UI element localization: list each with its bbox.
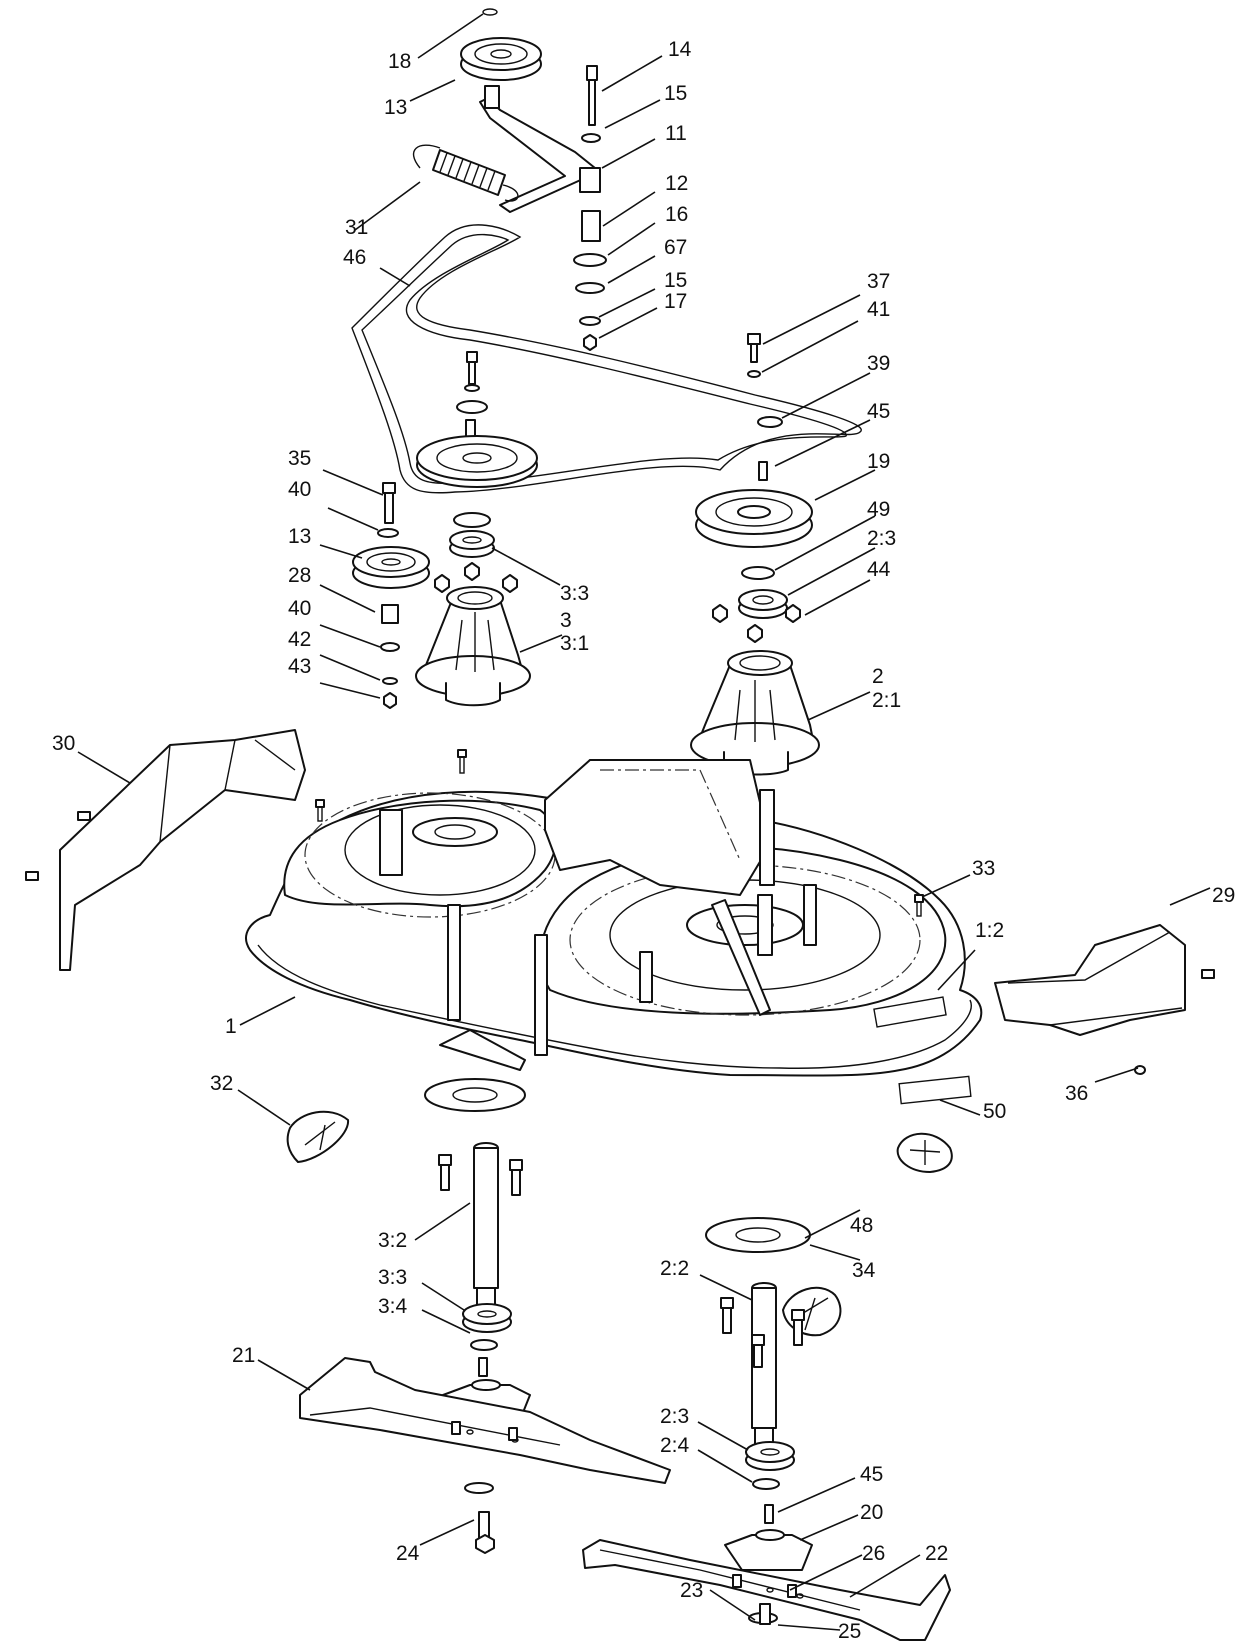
- mounting-plate-right: [705, 1217, 811, 1253]
- callout-12: 12: [665, 172, 688, 195]
- leader-lines: [77, 13, 1211, 1631]
- bolt-left-a: [438, 1154, 452, 1191]
- callout-49: 49: [867, 498, 890, 521]
- center-pulley-hardware: [456, 351, 488, 439]
- bolt-right-b: [791, 1309, 805, 1346]
- callout-2-4: 2:4: [660, 1434, 690, 1457]
- callout-3-2: 3:2: [378, 1229, 407, 1252]
- callout-45: 45: [867, 400, 890, 423]
- callout-1-2: 1:2: [975, 919, 1004, 942]
- callout-26: 26: [862, 1542, 885, 1565]
- blade-bolt-24: [475, 1511, 495, 1554]
- callout-3-3-bottom: 3:3: [378, 1266, 407, 1289]
- callout-14: 14: [668, 38, 692, 61]
- callout-40b: 40: [288, 597, 311, 620]
- callout-15b: 15: [664, 269, 687, 292]
- callout-1: 1: [225, 1015, 237, 1038]
- callout-30: 30: [52, 732, 75, 755]
- side-baffle-29: [994, 924, 1186, 1036]
- mower-deck-shell: [245, 759, 983, 1105]
- callout-13: 13: [384, 96, 407, 119]
- callout-3: 3: [560, 609, 572, 632]
- anti-scalp-wheel-right: [896, 1132, 953, 1173]
- spring-31: [413, 144, 519, 202]
- callout-35: 35: [288, 447, 311, 470]
- callout-25: 25: [838, 1620, 861, 1642]
- callout-41: 41: [867, 298, 890, 321]
- callout-20: 20: [860, 1501, 883, 1524]
- callout-34: 34: [852, 1259, 876, 1282]
- callout-37: 37: [867, 270, 890, 293]
- callout-15: 15: [664, 82, 687, 105]
- drive-pulley-19: [695, 489, 813, 548]
- callout-33: 33: [972, 857, 995, 880]
- callout-3-1: 3:1: [560, 632, 589, 655]
- bearing-right-bottom: [745, 1441, 795, 1471]
- callout-50: 50: [983, 1100, 1006, 1123]
- spacer-12: [581, 210, 601, 242]
- callout-39: 39: [867, 352, 890, 375]
- mounting-plate-left: [424, 1078, 526, 1112]
- callout-2-1: 2:1: [872, 689, 901, 712]
- center-pulley: [416, 435, 538, 488]
- idler-pulley-top: [460, 8, 542, 81]
- bearing-left-bottom: [462, 1303, 512, 1333]
- blade-bolts-right: [732, 1574, 797, 1598]
- anti-scalp-wheel-32: [286, 1110, 350, 1163]
- callout-45b: 45: [860, 1463, 883, 1486]
- callout-40: 40: [288, 478, 311, 501]
- callout-24: 24: [396, 1542, 420, 1565]
- bearing-right-top: [738, 589, 788, 619]
- callout-17: 17: [664, 290, 687, 313]
- callout-labels: 18 13 14 15 11 31 12 16 46 67 15 17 37 4…: [52, 38, 1235, 1642]
- spindle-housing-left: [415, 586, 531, 707]
- callout-2-2: 2:2: [660, 1257, 689, 1280]
- callout-2-3-bottom: 2:3: [660, 1405, 689, 1428]
- callout-46: 46: [343, 246, 366, 269]
- callout-16: 16: [665, 203, 688, 226]
- callout-29: 29: [1212, 884, 1235, 907]
- callout-32: 32: [210, 1072, 233, 1095]
- bolt-37: [747, 333, 761, 378]
- idler-arm: [479, 85, 601, 213]
- bearing-left-top: [449, 530, 495, 558]
- callout-36: 36: [1065, 1082, 1088, 1105]
- callout-18: 18: [388, 50, 411, 73]
- blade-right-22: [582, 1539, 951, 1641]
- callout-31: 31: [345, 216, 368, 239]
- blade-bolts-left: [451, 1421, 518, 1441]
- bottom-housing-right: [724, 1529, 813, 1571]
- callout-42: 42: [288, 628, 311, 651]
- callout-44: 44: [867, 558, 891, 581]
- spindle-housing-right: [690, 650, 820, 776]
- callout-2: 2: [872, 665, 884, 688]
- idler-pulley-13: [352, 546, 430, 589]
- callout-11: 11: [665, 122, 687, 145]
- blade-left-21: [299, 1357, 671, 1484]
- callout-3-4: 3:4: [378, 1295, 408, 1318]
- bolt-35: [382, 482, 396, 524]
- callout-48: 48: [850, 1214, 873, 1237]
- callout-19: 19: [867, 450, 890, 473]
- callout-23: 23: [680, 1579, 703, 1602]
- callout-13b: 13: [288, 525, 311, 548]
- callout-67: 67: [664, 236, 687, 259]
- bolt-left-b: [509, 1159, 523, 1196]
- callout-21: 21: [232, 1344, 255, 1367]
- bolt-right-a: [720, 1297, 734, 1334]
- discharge-deflector-30: [59, 729, 306, 971]
- callout-43: 43: [288, 655, 311, 678]
- callout-22: 22: [925, 1542, 948, 1565]
- callout-2-3-top: 2:3: [867, 527, 896, 550]
- callout-28: 28: [288, 564, 311, 587]
- callout-3-3-top: 3:3: [560, 582, 589, 605]
- spindle-shaft-left: [473, 1142, 499, 1309]
- bolt-14: [586, 65, 598, 126]
